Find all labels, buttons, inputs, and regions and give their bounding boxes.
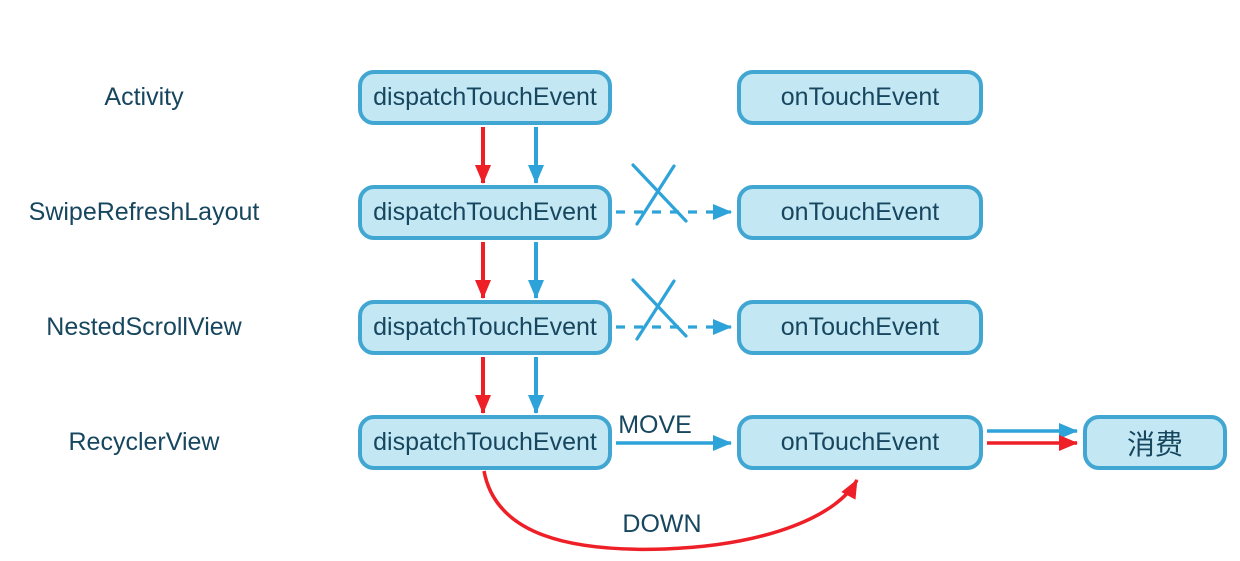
swiperefreshlayout-ontouchevent-box: onTouchEvent <box>737 185 983 240</box>
recyclerview-dispatchtouchevent-box: dispatchTouchEvent <box>358 415 612 470</box>
nestedscrollview-dispatchtouchevent-box: dispatchTouchEvent <box>358 300 612 355</box>
row-label-activity: Activity <box>104 83 184 111</box>
consume-box: 消费 <box>1083 415 1227 470</box>
x-mark-nestedscrollview-stroke2 <box>635 279 676 341</box>
row-label-swiperefreshlayout: SwipeRefreshLayout <box>28 198 260 226</box>
activity-ontouchevent-box: onTouchEvent <box>737 70 983 125</box>
x-mark-nestedscrollview-stroke1 <box>631 278 688 338</box>
activity-dispatchtouchevent-box: dispatchTouchEvent <box>358 70 612 125</box>
recyclerview-ontouchevent-box: onTouchEvent <box>737 415 983 470</box>
x-mark-swiperefreshlayout-stroke1 <box>631 163 688 223</box>
row-label-recyclerview: RecyclerView <box>68 428 220 456</box>
x-mark-swiperefreshlayout-stroke2 <box>635 164 676 226</box>
row-label-nestedscrollview: NestedScrollView <box>46 313 242 341</box>
move-edge-label: MOVE <box>618 411 692 439</box>
swiperefreshlayout-dispatchtouchevent-box: dispatchTouchEvent <box>358 185 612 240</box>
nestedscrollview-ontouchevent-box: onTouchEvent <box>737 300 983 355</box>
down-edge-label: DOWN <box>622 510 702 538</box>
